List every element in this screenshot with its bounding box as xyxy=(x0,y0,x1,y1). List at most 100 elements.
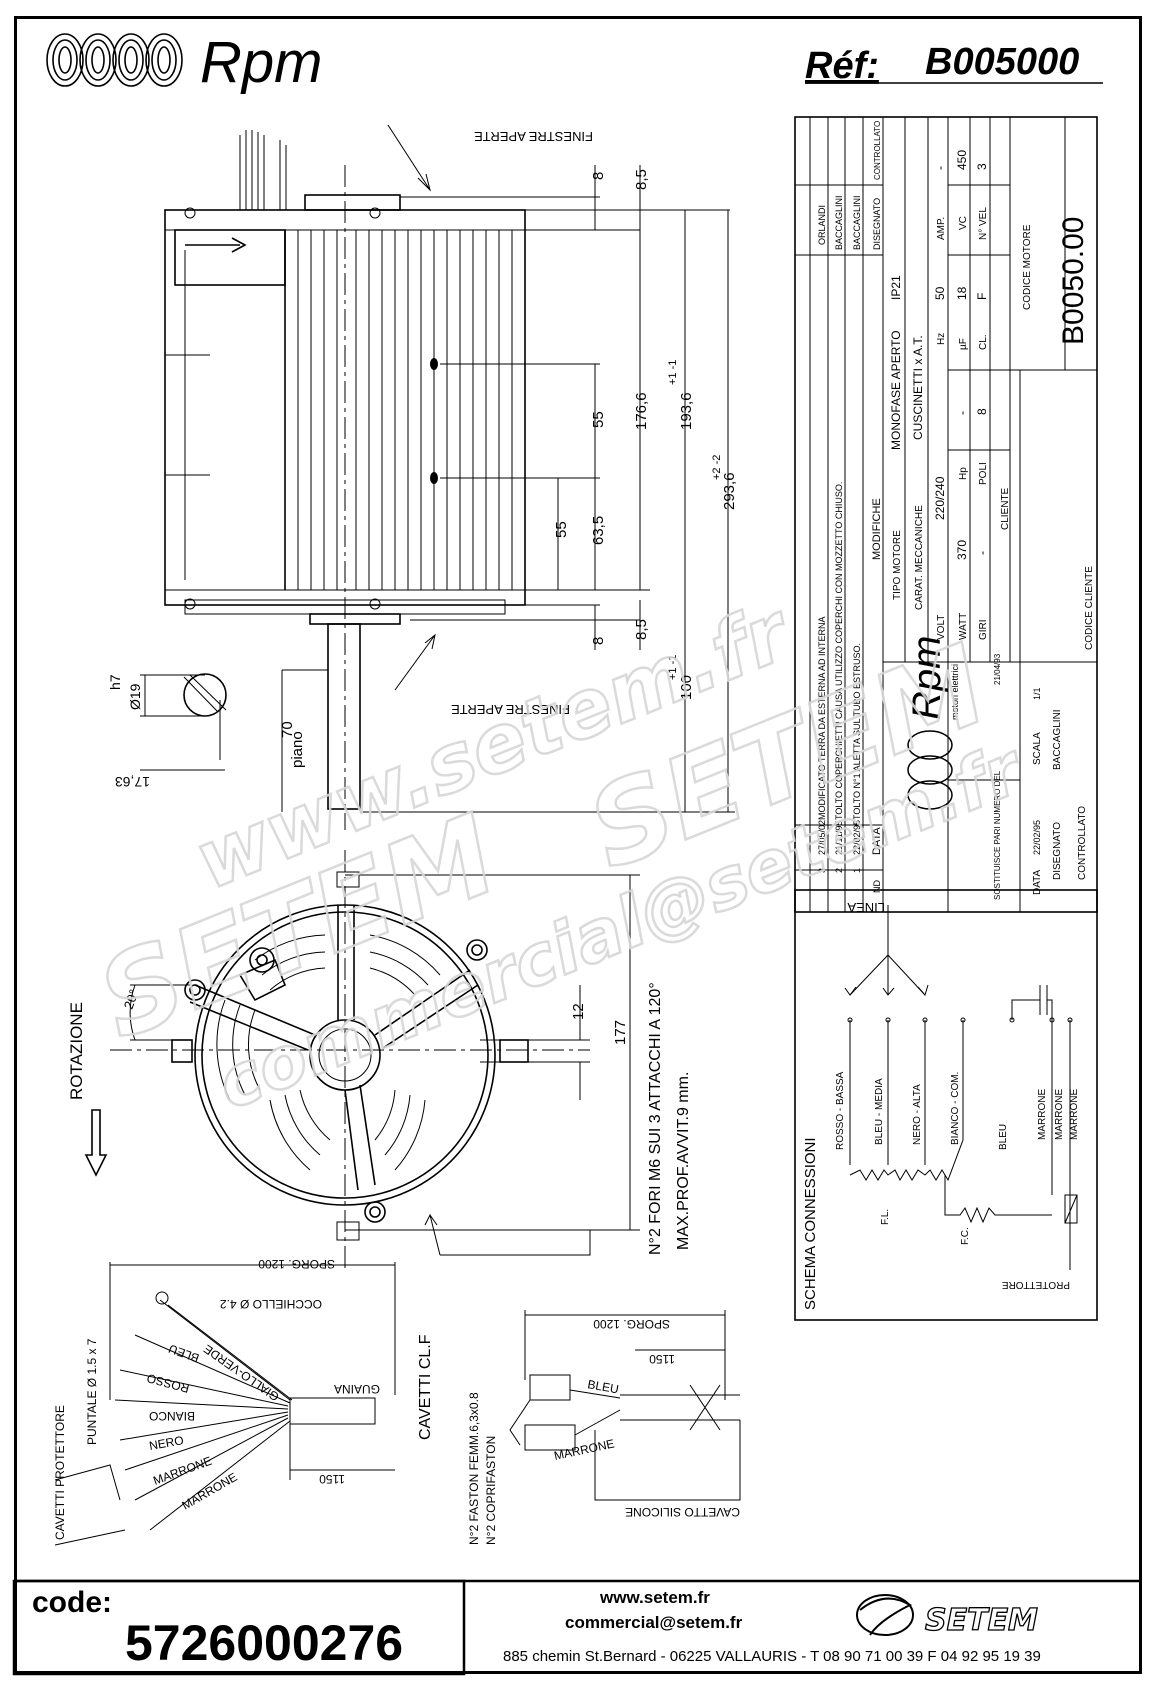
svg-text:-: - xyxy=(933,166,947,170)
svg-text:N° VEL: N° VEL xyxy=(978,207,989,240)
svg-text:CONTROLLATO: CONTROLLATO xyxy=(1077,806,1088,880)
svg-text:27/05/02: 27/05/02 xyxy=(817,820,827,855)
svg-text:BLEU: BLEU xyxy=(167,1341,201,1365)
svg-text:BLEU: BLEU xyxy=(586,1377,619,1396)
watermark: www.setem.fr SETEM SETEM commercial@sete… xyxy=(81,583,1038,1127)
svg-text:MONOFASE APERTO: MONOFASE APERTO xyxy=(889,330,903,450)
svg-text:POLI: POLI xyxy=(978,462,989,485)
svg-text:18: 18 xyxy=(955,286,969,300)
title-block: 3 27/05/02 MODIFICATO TERRA DA ESTERNA A… xyxy=(794,116,1098,913)
svg-text:55: 55 xyxy=(590,411,607,428)
svg-text:DATA: DATA xyxy=(871,827,883,855)
svg-text:CODICE MOTORE: CODICE MOTORE xyxy=(1022,224,1033,310)
svg-text:1: 1 xyxy=(852,868,862,873)
svg-text:LINEA: LINEA xyxy=(847,900,885,915)
footer: code: 5726000276 www.setem.fr commercial… xyxy=(12,1579,1142,1676)
svg-text:50: 50 xyxy=(933,286,947,300)
svg-text:177: 177 xyxy=(612,1020,629,1045)
brand-text: Rpm xyxy=(200,30,322,95)
svg-text:CAVETTO SILICONE: CAVETTO SILICONE xyxy=(625,1505,740,1519)
svg-text:PUNTALE Ø 1.5 x 7: PUNTALE Ø 1.5 x 7 xyxy=(85,1338,99,1445)
svg-text:370: 370 xyxy=(955,540,969,560)
wiring-schema: SCHEMA CONNESSIONI LINEA ROSSO - BASSA B… xyxy=(794,889,1098,1321)
svg-text:ROSSO - BASSA: ROSSO - BASSA xyxy=(835,1071,846,1150)
svg-text:GIRI: GIRI xyxy=(978,619,989,640)
svg-text:piano: piano xyxy=(289,731,306,768)
svg-text:8: 8 xyxy=(590,172,607,180)
svg-text:MARRONE: MARRONE xyxy=(1054,1089,1065,1140)
svg-text:VOLT: VOLT xyxy=(936,615,947,640)
svg-text:CONTROLLATO: CONTROLLATO xyxy=(873,121,882,180)
svg-text:SCHEMA CONNESSIONI: SCHEMA CONNESSIONI xyxy=(802,1137,819,1310)
svg-text:ROSSO: ROSSO xyxy=(145,1371,190,1396)
svg-text:AMP.: AMP. xyxy=(936,217,947,240)
svg-text:ORLANDI: ORLANDI xyxy=(817,205,827,245)
svg-text:MARRONE: MARRONE xyxy=(1069,1089,1080,1140)
svg-text:VC: VC xyxy=(958,216,969,230)
svg-text:8,5: 8,5 xyxy=(633,619,650,640)
svg-text:BACCAGLINI: BACCAGLINI xyxy=(1052,709,1063,770)
svg-text:MODIFICATO TERRA DA ESTERNA AD: MODIFICATO TERRA DA ESTERNA AD INTERNA xyxy=(817,616,827,820)
svg-text:BIANCO: BIANCO xyxy=(149,1409,195,1423)
svg-text:22/02/95: 22/02/95 xyxy=(1032,820,1042,855)
svg-text:SPORG. 1200: SPORG. 1200 xyxy=(258,1257,335,1271)
svg-text:N°2 FASTON FEMM.6,3x0.8: N°2 FASTON FEMM.6,3x0.8 xyxy=(467,1392,481,1545)
svg-text:SETEM: SETEM xyxy=(925,1603,1038,1638)
svg-text:DISEGNATO: DISEGNATO xyxy=(1052,822,1063,880)
svg-text:Rpm: Rpm xyxy=(905,636,949,720)
svg-text:F: F xyxy=(975,293,989,300)
svg-text:+1 -1: +1 -1 xyxy=(667,360,679,385)
svg-text:GUAINA: GUAINA xyxy=(334,1382,380,1396)
svg-text:+1 -1: +1 -1 xyxy=(667,655,679,680)
svg-text:Hp: Hp xyxy=(958,467,969,480)
svg-text:TOLTO N°1 ALETTA SUL TUBO ESTR: TOLTO N°1 ALETTA SUL TUBO ESTRUSO. xyxy=(852,643,862,820)
svg-text:SCALA: SCALA xyxy=(1032,732,1043,765)
shaft-section: h7 Ø19 17,63 xyxy=(107,673,227,790)
svg-text:h7: h7 xyxy=(107,674,123,690)
svg-text:1150: 1150 xyxy=(649,1352,675,1366)
svg-text:NERO - ALTA: NERO - ALTA xyxy=(912,1084,923,1145)
svg-text:NERO: NERO xyxy=(148,1433,185,1453)
svg-text:1150: 1150 xyxy=(319,1472,345,1486)
svg-text:8: 8 xyxy=(590,637,607,645)
svg-text:MARRONE: MARRONE xyxy=(553,1436,616,1462)
svg-text:+2 -2: +2 -2 xyxy=(711,455,723,480)
svg-text:8,5: 8,5 xyxy=(633,169,650,190)
svg-text:BLEU: BLEU xyxy=(998,1124,1009,1150)
svg-text:Ø19: Ø19 xyxy=(127,683,143,710)
rotation-arrow-icon: ROTAZIONE xyxy=(67,1002,108,1177)
svg-text:BACCAGLINI: BACCAGLINI xyxy=(834,195,844,250)
svg-text:22/02/95: 22/02/95 xyxy=(852,820,862,855)
title-block-rpm-logo: Rpm motori elettrici xyxy=(905,636,960,810)
svg-text:IP21: IP21 xyxy=(889,275,903,300)
cable-harness-left: SPORG. 1200 OCCHIELLO Ø 4.2 GIALLO-VERDE… xyxy=(53,1257,396,1546)
svg-text:21/04/93: 21/04/93 xyxy=(993,653,1002,685)
svg-text:2: 2 xyxy=(834,868,844,873)
svg-text:N°2 COPRIFASTON: N°2 COPRIFASTON xyxy=(484,1436,498,1545)
code-value: 5726000276 xyxy=(125,1615,403,1671)
svg-text:-: - xyxy=(955,411,969,415)
svg-text:17,63: 17,63 xyxy=(115,774,150,790)
svg-text:176,6: 176,6 xyxy=(633,392,650,430)
svg-text:1/1: 1/1 xyxy=(1032,687,1042,700)
svg-text:-: - xyxy=(975,551,989,555)
rpm-logo: Rpm xyxy=(46,30,322,95)
motor-side-view: FINESTRE APERTE FINESTRE APERTE 8 xyxy=(107,124,738,830)
drawing-frame xyxy=(14,16,1142,1674)
finestre-bottom: FINESTRE APERTE xyxy=(451,702,570,717)
svg-text:12: 12 xyxy=(570,1003,587,1020)
svg-text:3: 3 xyxy=(817,868,827,873)
svg-text:motori elettrici: motori elettrici xyxy=(950,664,960,720)
svg-text:63,5: 63,5 xyxy=(590,516,607,545)
svg-text:MARRONE: MARRONE xyxy=(151,1454,213,1488)
holes-note: N°2 FORI M6 SUI 3 ATTACCHI A 120° xyxy=(647,982,664,1255)
svg-text:70: 70 xyxy=(279,721,296,738)
svg-text:SOSTITUISCE PARI NUMERO DEL: SOSTITUISCE PARI NUMERO DEL xyxy=(993,770,1002,900)
svg-text:193,6: 193,6 xyxy=(678,392,695,430)
svg-text:Hz: Hz xyxy=(936,333,947,345)
footer-web: www.setem.fr xyxy=(599,1588,710,1607)
svg-text:450: 450 xyxy=(955,150,969,170)
svg-text:BIANCO - COM.: BIANCO - COM. xyxy=(950,1072,961,1145)
svg-text:TIPO MOTORE: TIPO MOTORE xyxy=(892,530,903,600)
svg-text:BLEU - MEDIA: BLEU - MEDIA xyxy=(874,1078,885,1145)
